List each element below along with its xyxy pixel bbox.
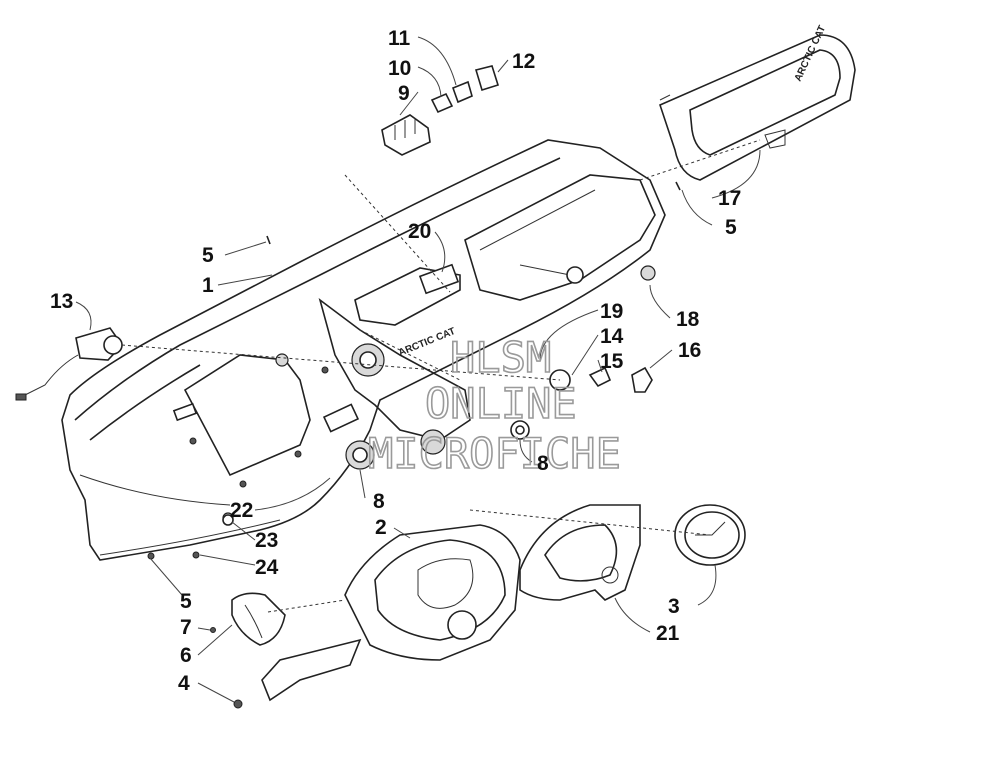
callout-18: 18 [676,308,700,331]
callout-5-bottom: 5 [180,590,192,613]
callout-7: 7 [180,616,192,639]
watermark-line1: HLSM [450,333,551,382]
callout-11: 11 [388,27,411,50]
callout-15: 15 [600,350,624,373]
watermark: HLSM ONLINE MICROFICHE [367,332,621,479]
callout-1: 1 [202,274,214,297]
callout-10: 10 [388,57,411,80]
key-switch [15,327,124,401]
callout-5-top: 5 [202,244,214,267]
dash-panel: ARCTIC CAT [61,139,666,561]
callout-17: 17 [718,187,741,210]
callout-24: 24 [255,556,279,579]
callout-9: 9 [398,82,410,105]
callout-14: 14 [600,325,624,348]
callout-8-left: 8 [373,490,385,513]
decal-plate [519,504,641,601]
watermark-line2: ONLINE [425,379,577,428]
callout-8-right: 8 [537,452,549,475]
callout-3: 3 [668,595,680,618]
callout-4: 4 [178,672,190,695]
upper-pod: ARCTIC CAT [659,24,856,181]
callout-19: 19 [600,300,623,323]
callout-5-right: 5 [725,216,737,239]
lower-bezel [344,524,521,661]
callout-16: 16 [678,339,701,362]
callout-6: 6 [180,644,192,667]
switch-block [381,65,500,156]
callout-21: 21 [656,622,680,645]
callout-23: 23 [255,529,278,552]
callout-12: 12 [512,50,535,73]
bracket [210,592,362,709]
leader-lines [75,36,761,703]
small-parts [222,265,656,526]
callout-13: 13 [50,290,73,313]
callout-20: 20 [408,220,431,243]
watermark-line3: MICROFICHE [368,429,621,478]
callout-22: 22 [230,499,253,522]
screws [147,181,681,560]
callout-labels: 11 10 12 9 20 5 1 13 17 5 18 19 14 15 16… [50,27,741,695]
callout-2: 2 [375,516,387,539]
